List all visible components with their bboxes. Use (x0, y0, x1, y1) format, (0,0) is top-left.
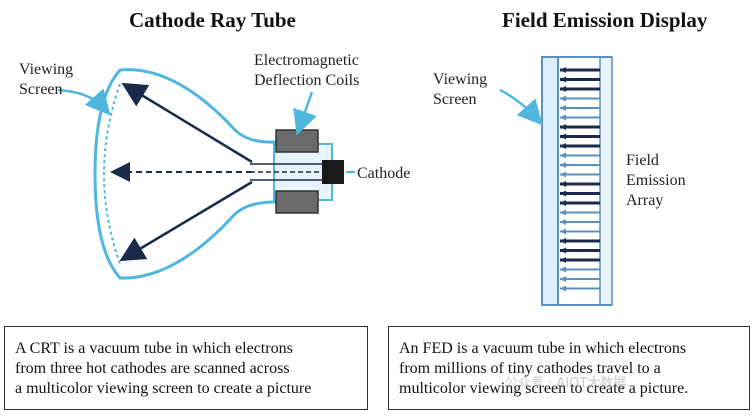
cathode-label: Cathode (357, 165, 411, 182)
emitter-tip (560, 266, 566, 273)
emitter-tip (560, 228, 566, 235)
deflection-coil-bottom (275, 190, 319, 214)
deflection-coils-label: Electromagnetic Deflection Coils (254, 52, 360, 89)
emitter-tip (560, 86, 566, 92)
emitter-tip (560, 209, 566, 216)
crt-caption-line: from three hot cathodes are scanned acro… (15, 360, 290, 377)
fed-viewing-screen (541, 56, 559, 306)
emitter-tip (560, 76, 566, 83)
electron-beam-top (121, 82, 253, 164)
crt-caption-box: A CRT is a vacuum tube in which electron… (4, 326, 368, 410)
fed-caption-line: An FED is a vacuum tube in which electro… (399, 340, 687, 357)
emitter-tip (560, 238, 566, 244)
deflection-coil-top (275, 129, 319, 153)
fed-caption-line: multicolor viewing screen to create a pi… (399, 380, 689, 397)
watermark: 公众号 · AIOT大数据 (505, 376, 627, 391)
emitter-tip (560, 133, 566, 140)
emitter-tip (560, 95, 566, 102)
electron-beam-bottom (119, 180, 253, 262)
fed-title: Field Emission Display (502, 8, 708, 32)
emitter-tip (560, 200, 566, 206)
crt-title: Cathode Ray Tube (129, 8, 296, 32)
emitter-tip (560, 124, 566, 130)
emitter-tip (560, 257, 566, 263)
fed-caption-box: An FED is a vacuum tube in which electro… (388, 326, 750, 410)
field-emission-array (560, 67, 600, 292)
emitter-tip (560, 171, 566, 178)
crt-caption-line: a multicolor viewing screen to create a … (15, 380, 312, 397)
emitter-tip (560, 219, 566, 225)
emitter-tip (560, 143, 566, 149)
emitter-tip (560, 181, 566, 187)
crt-glass-envelope (93, 68, 277, 280)
field-emission-array-label: Field Emission Array (626, 152, 686, 209)
crt-viewing-screen (102, 83, 121, 265)
crt-caption-line: A CRT is a vacuum tube in which electron… (15, 340, 293, 357)
emitter-tip (560, 276, 566, 282)
emitter-tip (560, 67, 566, 73)
emitter-tip (560, 114, 566, 121)
fed-viewing-screen-label: Viewing Screen (433, 71, 488, 108)
pointer-arrow-crt-screen (57, 88, 111, 116)
cathode (322, 160, 344, 184)
emitter-tip (560, 162, 566, 168)
pointer-arrow-coils (293, 91, 317, 136)
pointer-arrow-fed-screen (499, 88, 543, 126)
emitter-tip (560, 152, 566, 159)
emitter-tip (560, 285, 566, 292)
emitter-tip (560, 190, 566, 197)
crt-viewing-screen-label: Viewing Screen (19, 61, 74, 98)
emitter-tip (560, 247, 566, 254)
fed-caption-line: from millions of tiny cathodes travel to… (399, 360, 661, 377)
fed-back-plate (599, 56, 613, 306)
emitter-tip (560, 105, 566, 111)
